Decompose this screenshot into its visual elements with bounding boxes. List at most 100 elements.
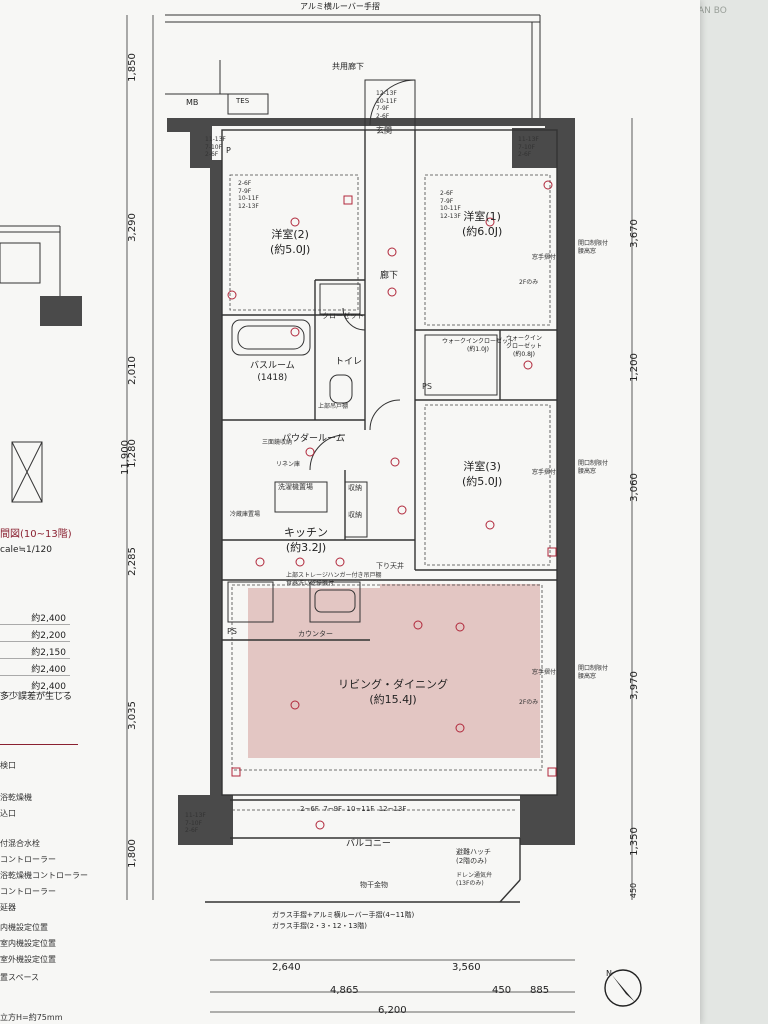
powder-room-label: パウダールーム xyxy=(282,434,345,444)
ps-label-2: PS xyxy=(227,627,237,636)
dim-right-5: 1,350 xyxy=(628,827,640,856)
dim-right-2: 1,200 xyxy=(628,353,640,382)
height-row: 約2,400 xyxy=(0,676,70,693)
western-room-2: 洋室(2)(約5.0J) xyxy=(270,228,310,258)
height-row: 約2,200 xyxy=(0,625,70,642)
left-caption-2: cale≒1/120 xyxy=(0,545,52,555)
dim-left-2: 3,290 xyxy=(126,213,138,242)
kitchen-name: キッチン xyxy=(284,526,328,539)
window-note-1: 窓手摺付 xyxy=(532,254,557,261)
floor-item: 7-9F xyxy=(376,105,390,112)
western-room-1-size: (約6.0J) xyxy=(462,224,503,238)
kitchen-label: キッチン(約3.2J) xyxy=(284,526,328,556)
shelf-upper-label: 上部吊戸棚 xyxy=(318,403,349,410)
dim-bottom-2a: 4,865 xyxy=(330,985,359,996)
wic1-name: ウォークインクローゼット xyxy=(442,338,515,345)
closet-label: クローゼット xyxy=(322,312,364,320)
compass-north-label: N xyxy=(606,969,612,978)
western-room-2-size: (約5.0J) xyxy=(270,242,311,256)
floor-item: 7-9F xyxy=(238,187,252,195)
dim-left-6: 3,035 xyxy=(126,701,138,730)
western-room-3: 洋室(3)(約5.0J) xyxy=(462,460,502,490)
left-caption-1: 間図(10~13階) xyxy=(0,529,72,540)
floor-plan-sheet xyxy=(0,0,700,1024)
western-room-1-name: 洋室(1) xyxy=(463,210,501,223)
height-value: 約2,400 xyxy=(31,665,66,675)
compass-icon xyxy=(604,969,642,1007)
dim-right-1: 3,670 xyxy=(628,219,640,248)
living-floor-shade xyxy=(248,584,540,758)
floor-item: 7-10F xyxy=(185,819,203,827)
floor-item: 11-13F xyxy=(185,812,206,819)
height-value: 約2,200 xyxy=(31,631,66,641)
wic1-size: (約1.0J) xyxy=(467,346,489,354)
height-row: 約2,400 xyxy=(0,608,70,625)
dim-right-4: 3,970 xyxy=(628,671,640,700)
wic2-size: (約0.8J) xyxy=(513,351,535,359)
two-f-only-1: 2Fのみ xyxy=(519,279,539,286)
floor-item: 2-6F xyxy=(238,180,252,187)
dim-bottom-2c: 885 xyxy=(530,985,550,996)
floor-item: 11-13F xyxy=(518,136,539,143)
electrical-markers xyxy=(227,180,557,830)
shutter-note-3: 開口制限付 腰高窓 xyxy=(578,665,609,680)
fridge-label: 冷蔵庫置場 xyxy=(230,511,261,518)
drying-hardware-label: 物干金物 xyxy=(360,881,388,889)
ceiling-drop-label: 下り天井 xyxy=(376,562,404,570)
floor-item: 12-13F xyxy=(440,212,461,220)
entrance-label: 玄関 xyxy=(376,126,392,135)
legend-item: 内機設定位置 xyxy=(0,923,48,932)
dim-right-3: 3,060 xyxy=(628,473,640,502)
floor-item: 2-6F xyxy=(205,151,219,158)
floor-item: 10~11F xyxy=(346,805,375,813)
height-value: 約2,400 xyxy=(31,682,66,692)
storage-label-1: 収納 xyxy=(348,484,362,492)
mb-label: MB xyxy=(186,98,199,107)
red-divider xyxy=(0,744,78,745)
floor-item: 7~9F xyxy=(323,805,343,813)
dim-left-7: 1,800 xyxy=(126,839,138,868)
floor-item: 2-6F xyxy=(376,112,390,120)
floor-item: 2-6F xyxy=(185,827,199,834)
floor-item: 2~6F xyxy=(300,805,319,813)
living-dining-label: リビング・ダイニング(約15.4J) xyxy=(338,678,448,708)
bathroom-label: バスルーム (1418) xyxy=(250,360,295,384)
western-room-1: 洋室(1)(約6.0J) xyxy=(462,210,502,240)
walk-in-closet-2: ウォークイン クローゼット(約0.8J) xyxy=(506,335,542,359)
shutter-note-1: 開口制限付 腰高窓 xyxy=(578,240,609,255)
underlying-page: AN BO xyxy=(690,0,768,1024)
wic2-name: ウォークイン クローゼット xyxy=(506,335,543,351)
legend-item: 置スペース xyxy=(0,973,40,982)
floor-item: 12-13F xyxy=(376,90,397,97)
ceiling-dashes xyxy=(229,174,551,811)
height-value: 約2,400 xyxy=(31,614,66,624)
fixtures xyxy=(227,283,498,623)
rail-label-2: ガラス手摺(2・3・12・13階) xyxy=(272,922,368,930)
western-room-2-name: 洋室(2) xyxy=(271,228,309,241)
dim-left-3: 2,010 xyxy=(126,356,138,385)
balcony-floor-row: 2~6F 7~9F 10~11F 12~13F xyxy=(300,806,406,813)
legend-item: 延器 xyxy=(0,903,16,912)
shutter-note-2: 開口制限付 腰高窓 xyxy=(578,460,609,475)
floor-item: 10-11F xyxy=(376,97,397,105)
height-row: 約2,400 xyxy=(0,659,70,676)
bathroom-size: (1418) xyxy=(257,373,288,384)
dim-right-6: 450 xyxy=(629,882,639,899)
linen-label: リネン庫 xyxy=(276,461,301,468)
bathroom-name: バスルーム xyxy=(250,361,295,371)
dim-bottom-total: 6,200 xyxy=(378,1005,407,1016)
western-room-3-name: 洋室(3) xyxy=(463,460,501,473)
drain-label: ドレン通気弁 (13Fのみ) xyxy=(456,872,493,887)
dim-left-5: 2,285 xyxy=(126,547,138,576)
rail-top-label: アルミ横ルーバー手摺 xyxy=(300,2,380,11)
living-name: リビング・ダイニング xyxy=(338,678,448,691)
dim-left-1: 1,850 xyxy=(126,53,138,82)
floor-item: 10-11F xyxy=(238,195,259,202)
legend-item: 室外機設定位置 xyxy=(0,955,56,964)
